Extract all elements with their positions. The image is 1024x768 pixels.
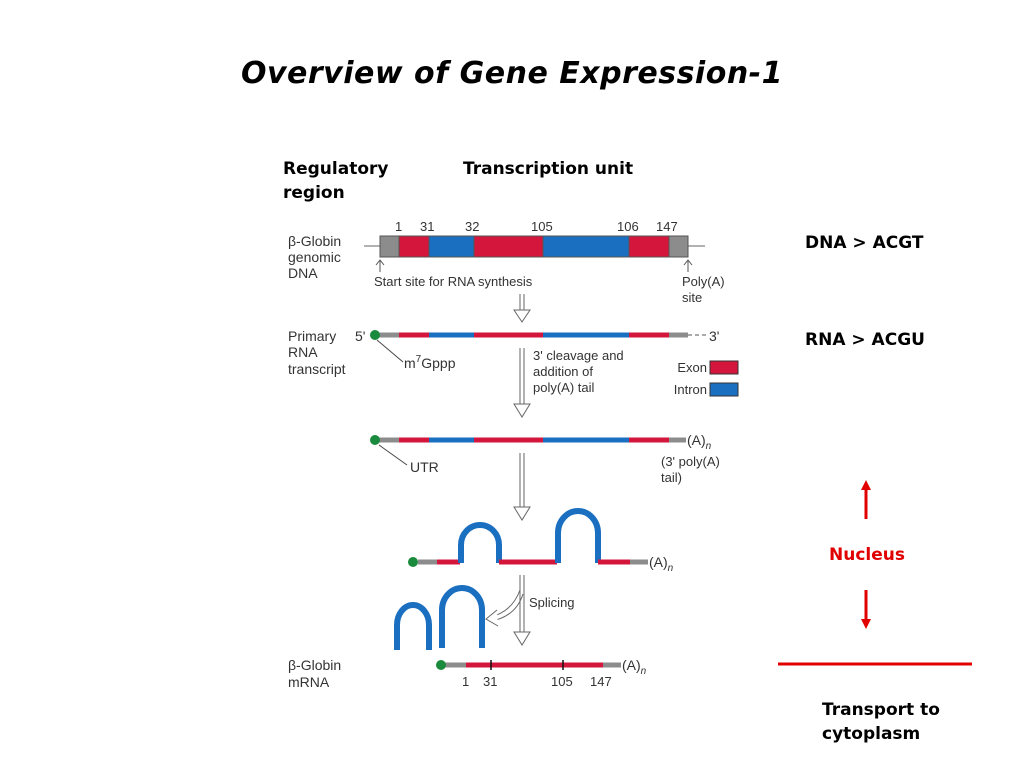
- polya-site-line-2: site: [682, 290, 702, 305]
- mrna-label: β-Globin mRNA: [288, 657, 341, 690]
- splicing-label: Splicing: [529, 595, 575, 610]
- rna-bases-label: RNA > ACGU: [805, 330, 925, 350]
- genomic-exon-2: [473, 235, 544, 258]
- spliced-tail-label: (A)n: [649, 554, 674, 574]
- genomic-intron-1: [428, 235, 475, 258]
- mrna-position-numbers: 1 31 105 147: [462, 674, 612, 689]
- transcription-unit-header: Transcription unit: [463, 159, 634, 179]
- spliced-cap-dot: [408, 557, 418, 567]
- regulatory-line-2: region: [283, 183, 345, 203]
- cap-pointer-line: [376, 339, 404, 363]
- step-arrow-1-icon: [513, 294, 531, 323]
- mrna-num-31: 31: [483, 674, 497, 689]
- genomic-label-line-1: β-Globin: [288, 233, 341, 249]
- nucleus-label: Nucleus: [829, 545, 905, 565]
- polya-tail-label: (A)n: [687, 432, 712, 452]
- step-arrow-4-icon: [513, 575, 531, 646]
- genomic-num-1: 1: [395, 219, 402, 234]
- polya-note-line-1: (3' poly(A): [661, 454, 720, 469]
- genomic-flank-5: [379, 235, 400, 258]
- genomic-label-line-2: genomic: [288, 249, 341, 265]
- genomic-num-105: 105: [531, 219, 553, 234]
- genomic-exon-3: [628, 235, 670, 258]
- genomic-num-32: 32: [465, 219, 479, 234]
- mrna-strand: [436, 660, 621, 670]
- start-site-arrow-icon: [375, 259, 385, 272]
- primary-label-line-1: Primary: [288, 328, 336, 344]
- regulatory-region-header: Regulatory region: [283, 157, 388, 205]
- genomic-flank-3: [668, 235, 689, 258]
- mrna-num-1: 1: [462, 674, 469, 689]
- genomic-dna-bar: [379, 235, 689, 258]
- step-arrow-2-icon: [513, 348, 531, 418]
- dna-bases-label: DNA > ACGT: [805, 233, 924, 253]
- primary-label-line-2: RNA: [288, 344, 318, 360]
- step-arrow-3-icon: [513, 453, 531, 521]
- splicing-arrow-icon: [485, 589, 524, 627]
- legend-exon-label: Exon: [677, 360, 707, 375]
- legend-intron-swatch: [709, 382, 739, 397]
- polya-site-arrow-icon: [683, 259, 693, 272]
- genomic-num-31: 31: [420, 219, 434, 234]
- cleavage-line-3: poly(A) tail: [533, 380, 595, 395]
- cap-label: m7Gppp: [404, 354, 456, 371]
- intron-loop-2: [555, 508, 601, 563]
- genomic-intron-2: [542, 235, 630, 258]
- spliced-intermediate: [408, 508, 648, 567]
- genomic-num-147: 147: [656, 219, 678, 234]
- regulatory-line-1: Regulatory: [283, 159, 389, 179]
- cleavage-note: 3' cleavage and addition of poly(A) tail: [533, 348, 624, 395]
- exon-intron-legend: Exon Intron: [674, 360, 739, 397]
- excised-intron-loop-2: [439, 585, 485, 648]
- excised-intron-loop-1: [394, 602, 432, 650]
- mrna-cap-dot: [436, 660, 446, 670]
- genomic-num-106: 106: [617, 219, 639, 234]
- polya-site-line-1: Poly(A): [682, 274, 725, 289]
- cleavage-line-2: addition of: [533, 364, 593, 379]
- primary-label-line-3: transcript: [288, 361, 346, 377]
- primary-3prime-label: 3': [709, 328, 719, 344]
- genomic-label-line-3: DNA: [288, 265, 318, 281]
- intron-loop-1: [458, 522, 502, 563]
- utr-pointer-line: [378, 444, 408, 466]
- start-site-label: Start site for RNA synthesis: [374, 274, 533, 289]
- mrna-num-105: 105: [551, 674, 573, 689]
- primary-5prime-label: 5': [355, 328, 365, 344]
- transport-line-1: Transport to: [822, 700, 940, 720]
- transport-label: Transport to cytoplasm: [822, 698, 940, 746]
- genomic-dna-label: β-Globin genomic DNA: [288, 233, 341, 281]
- mrna-label-line-2: mRNA: [288, 674, 330, 690]
- legend-exon-swatch: [709, 360, 739, 375]
- primary-transcript-label: Primary RNA transcript: [288, 328, 346, 377]
- utr-label: UTR: [410, 459, 439, 475]
- primary-cap-dot: [370, 330, 380, 340]
- slide-title: Overview of Gene Expression-1: [240, 56, 784, 91]
- mrna-num-147: 147: [590, 674, 612, 689]
- mrna-tail-label: (A)n: [622, 657, 647, 677]
- polya-cap-dot: [370, 435, 380, 445]
- genomic-position-numbers: 1 31 32 105 106 147: [395, 219, 678, 234]
- genomic-exon-1: [398, 235, 430, 258]
- polya-note-line-2: tail): [661, 470, 682, 485]
- transport-line-2: cytoplasm: [822, 724, 921, 744]
- cleavage-line-1: 3' cleavage and: [533, 348, 624, 363]
- legend-intron-label: Intron: [674, 382, 707, 397]
- mrna-label-line-1: β-Globin: [288, 657, 341, 673]
